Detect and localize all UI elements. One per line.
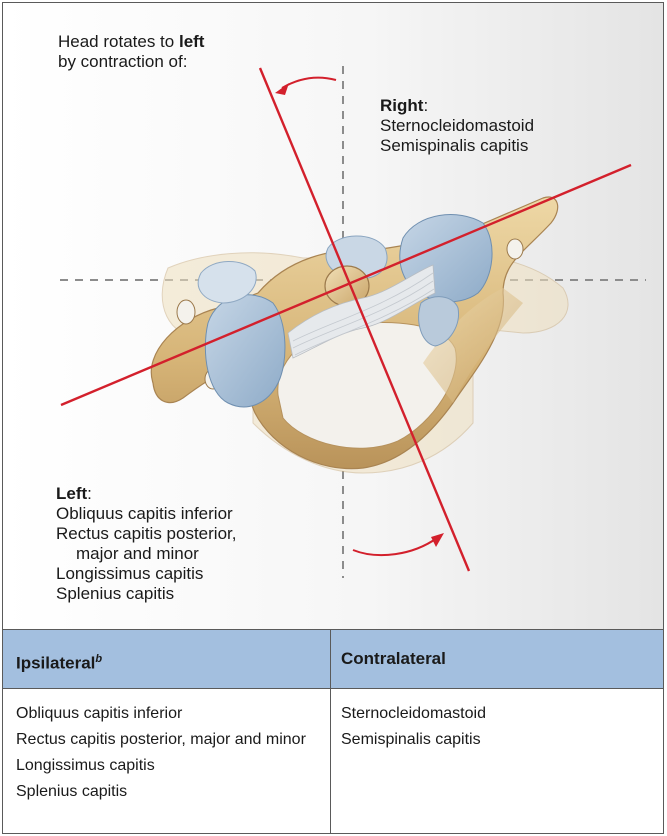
left-item: Rectus capitis posterior, [56,524,236,544]
table-header-row: Ipsilateralb Contralateral [3,629,663,689]
rotation-caption: Head rotates to left by contraction of: [58,32,204,72]
right-item: Semispinalis capitis [380,136,534,156]
caption-direction: left [179,32,205,51]
caption-line2: by contraction of: [58,52,204,72]
left-colon: : [87,484,92,503]
left-item: major and minor [56,544,236,564]
list-item: Rectus capitis posterior, major and mino… [16,730,316,749]
left-heading: Left [56,484,87,503]
header-ipsilateral-text: Ipsilateral [16,654,95,673]
list-item: Semispinalis capitis [341,730,641,749]
right-item: Sternocleidomastoid [380,116,534,136]
left-item: Longissimus capitis [56,564,236,584]
header-ipsilateral: Ipsilateralb [16,630,102,688]
vertebra-figure: Head rotates to left by contraction of: … [3,3,663,629]
ipsilateral-cell: Obliquus capitis inferior Rectus capitis… [16,704,316,808]
list-item: Sternocleidomastoid [341,704,641,723]
left-muscles-label: Left: Obliquus capitis inferior Rectus c… [56,484,236,604]
arrow-head-bottom-icon [431,533,444,547]
left-item: Obliquus capitis inferior [56,504,236,524]
contralateral-cell: Sternocleidomastoid Semispinalis capitis [341,704,641,756]
right-muscles-label: Right: Sternocleidomastoid Semispinalis … [380,96,534,156]
list-item: Obliquus capitis inferior [16,704,316,723]
right-colon: : [423,96,428,115]
arrow-head-top-icon [275,83,289,95]
header-contralateral: Contralateral [341,630,446,688]
right-heading: Right [380,96,423,115]
footnote-marker: b [95,653,102,665]
list-item: Splenius capitis [16,782,316,801]
list-item: Longissimus capitis [16,756,316,775]
column-divider [330,629,331,834]
left-item: Splenius capitis [56,584,236,604]
caption-line1: Head rotates to [58,32,179,51]
muscle-table: Ipsilateralb Contralateral Obliquus capi… [3,629,663,834]
